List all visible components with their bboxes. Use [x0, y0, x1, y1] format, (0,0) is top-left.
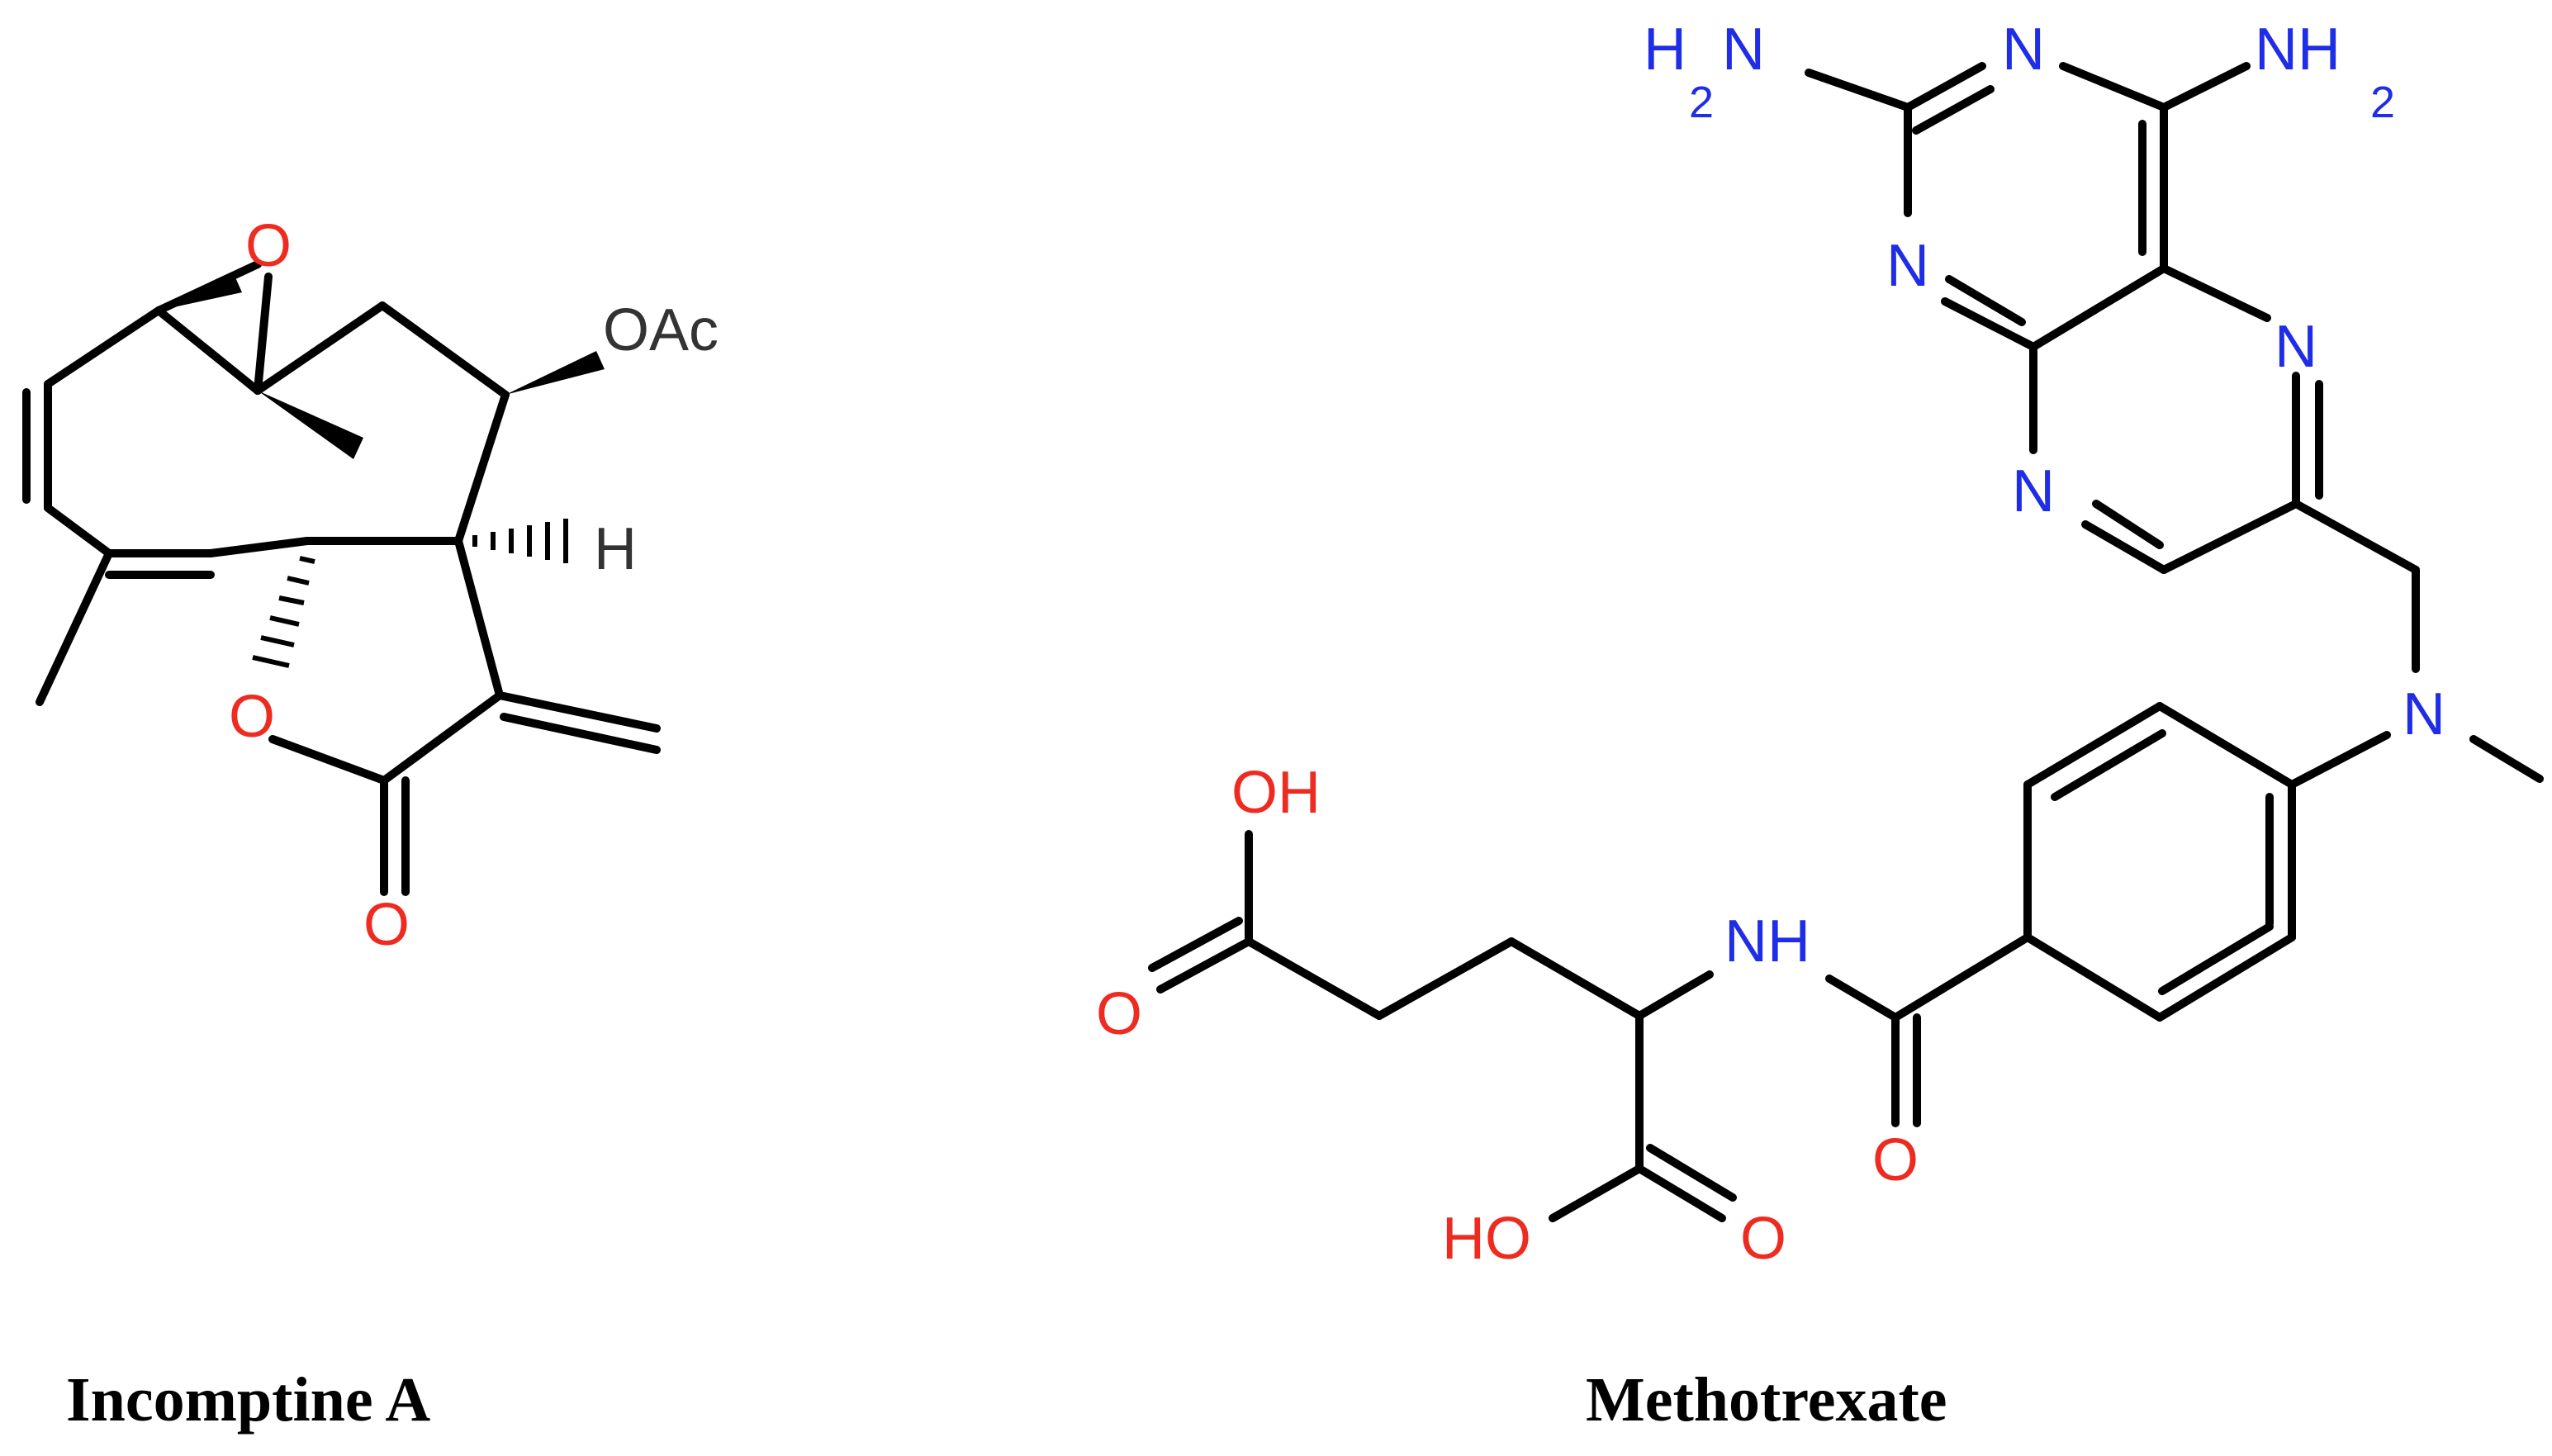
h2n-h-text: H: [1644, 17, 1686, 83]
pteridine-n-bottom-label: N: [2012, 458, 2055, 524]
h2n-left-label: H 2 N: [1644, 17, 1765, 127]
nh-amide-label: NH: [1724, 908, 1810, 975]
incomptine-oac-label: OAc: [603, 297, 719, 363]
incomptine-a-structure: O OAc H O O: [22, 213, 719, 958]
methotrexate-structure: H 2 N N NH 2 N N N N OH NH O O HO O: [1096, 17, 2544, 1272]
wedge-oac: [505, 351, 605, 395]
ho-bottom-label: HO: [1442, 1206, 1531, 1272]
methotrexate-bonds: [1148, 62, 2544, 1222]
nh2-subscript: 2: [2370, 78, 2395, 127]
pteridine-n-top-label: N: [2002, 17, 2045, 83]
incomptine-ring-o-label: O: [229, 684, 275, 750]
incomptine-a-name: Incomptine A: [66, 1365, 430, 1435]
o-amide-label: O: [1872, 1127, 1919, 1193]
pteridine-n-left-label: N: [1886, 233, 1929, 299]
wedge-methyl: [258, 391, 363, 459]
amine-n-label: N: [2403, 681, 2445, 747]
methotrexate-name: Methotrexate: [1586, 1365, 1947, 1435]
nh2-nh-text: NH: [2255, 17, 2341, 83]
o-acid-bottom-label: O: [1740, 1206, 1786, 1272]
h2n-subscript: 2: [1689, 78, 1714, 127]
incomptine-h-label: H: [594, 516, 637, 582]
hash-bond-h: [472, 519, 568, 563]
pteridine-n-right-label: N: [2275, 314, 2317, 380]
oh-top-label: OH: [1231, 760, 1321, 826]
incomptine-bonds: [22, 260, 661, 896]
o-acid-left-label: O: [1096, 981, 1142, 1047]
wedge-epoxide-left: [159, 277, 242, 311]
nh2-right-label: NH 2: [2255, 17, 2395, 127]
incomptine-carbonyl-o-label: O: [363, 892, 410, 958]
h2n-n-text: N: [1722, 17, 1765, 83]
hash-bond-ring-o: [252, 556, 315, 668]
incomptine-epoxide-o-label: O: [245, 213, 292, 279]
